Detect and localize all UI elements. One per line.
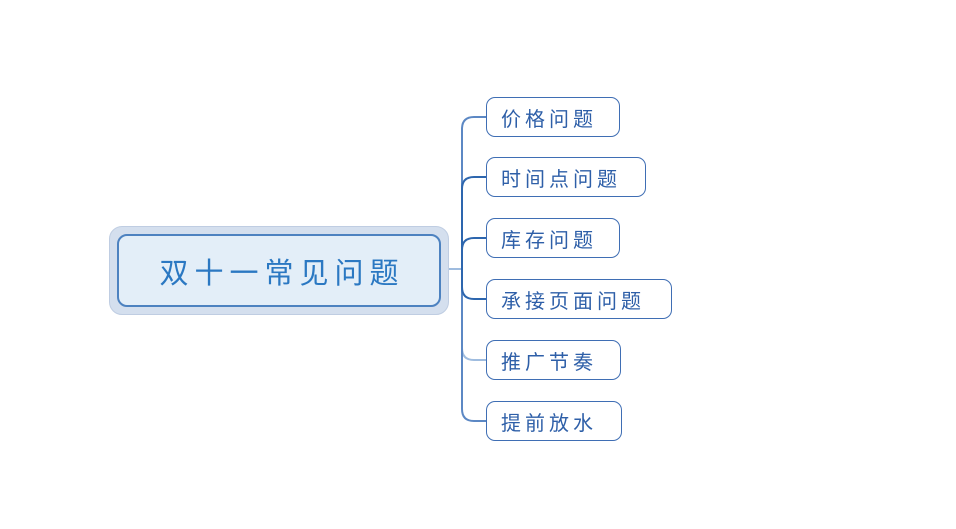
connector-branch-6 [461,268,487,422]
branch-node-label: 推广节奏 [501,351,597,374]
branch-node-6[interactable]: 提前放水 [486,401,622,441]
branch-node-label: 价格问题 [501,108,597,131]
root-node-halo: 双十一常见问题 [109,226,449,315]
branch-node-label: 时间点问题 [501,168,621,191]
branch-node-label: 承接页面问题 [501,290,645,313]
branch-node-label: 库存问题 [501,229,597,252]
connector-branch-4 [461,268,487,300]
branch-node-2[interactable]: 时间点问题 [486,157,646,197]
root-node[interactable]: 双十一常见问题 [117,234,441,307]
branch-node-5[interactable]: 推广节奏 [486,340,621,380]
branch-node-4[interactable]: 承接页面问题 [486,279,672,319]
root-node-label: 双十一常见问题 [159,257,405,290]
connector-branch-3 [461,237,487,270]
connector-branch-1 [461,116,487,270]
connector-branch-5 [461,268,487,361]
branch-node-1[interactable]: 价格问题 [486,97,620,137]
branch-node-label: 提前放水 [501,412,597,435]
branch-node-3[interactable]: 库存问题 [486,218,620,258]
connector-branch-2 [461,176,487,270]
